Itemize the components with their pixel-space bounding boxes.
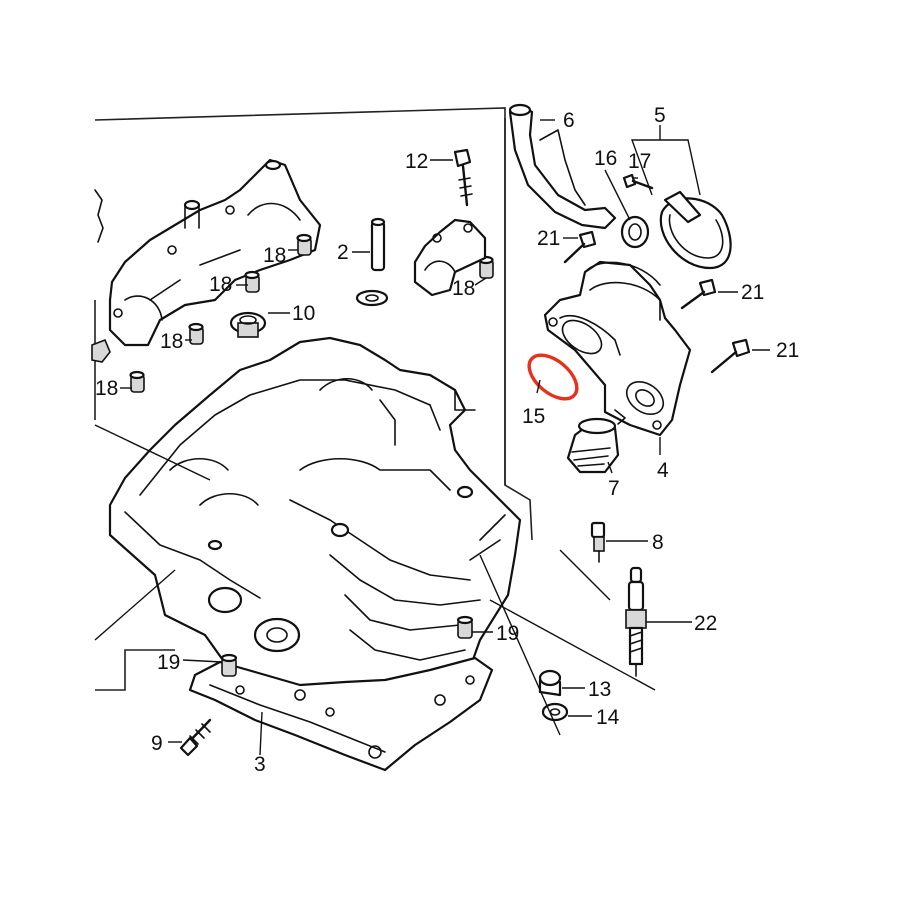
o-ring-15-highlight	[527, 353, 579, 401]
label-part-13: 13	[588, 678, 611, 701]
label-part-21-c: 21	[776, 339, 799, 362]
label-part-2: 2	[337, 241, 349, 264]
label-part-14: 14	[596, 706, 620, 729]
label-part-18-c: 18	[160, 330, 183, 353]
bolt-21-a	[563, 230, 597, 264]
label-part-12: 12	[405, 150, 428, 173]
label-part-18-e: 18	[452, 277, 475, 300]
stud-9	[179, 718, 212, 757]
label-part-7: 7	[608, 477, 620, 500]
label-part-18-a: 18	[263, 244, 286, 267]
diagram-frame	[94, 107, 533, 691]
camshaft-holder	[108, 158, 322, 347]
label-part-22: 22	[694, 612, 717, 635]
label-part-18-d: 18	[95, 377, 118, 400]
thermostat-housing-4	[543, 260, 692, 437]
dowel-pin-18-d	[129, 370, 145, 393]
dowel-pin-18-e	[478, 255, 494, 279]
plug-10	[229, 311, 267, 338]
label-part-9: 9	[151, 732, 163, 755]
spark-plug-22	[625, 566, 647, 677]
label-part-3: 3	[254, 753, 266, 776]
label-part-8: 8	[652, 531, 664, 554]
thermostat-7	[566, 417, 620, 474]
leader-lines	[94, 119, 770, 756]
bolt-21-b	[680, 278, 717, 310]
part-labels: 6 5 16 17 12 2 18 18 18 10 18 18 21 21 2…	[95, 104, 799, 776]
water-pipe-6	[508, 103, 617, 230]
head-gasket-3	[188, 656, 494, 772]
cap-nut-13	[538, 669, 562, 697]
dowel-pin-18-a	[296, 233, 312, 256]
dowel-19-b	[220, 653, 238, 677]
washer-14	[541, 702, 569, 722]
cylinder-head	[108, 336, 522, 697]
label-part-16: 16	[594, 147, 617, 170]
pipe-2	[355, 217, 389, 307]
dowel-19-a	[456, 615, 474, 639]
label-part-15: 15	[522, 405, 545, 428]
sensor-8	[590, 521, 606, 563]
label-part-21-a: 21	[537, 227, 560, 250]
bolt-21-c	[710, 338, 751, 374]
label-part-4: 4	[657, 459, 669, 482]
label-part-18-b: 18	[209, 273, 232, 296]
dowel-pin-18-b	[244, 270, 260, 293]
dowel-pin-18-c	[188, 322, 204, 345]
hose-clamp-5	[659, 190, 732, 270]
label-part-5: 5	[654, 104, 666, 127]
left-edge-fragments	[91, 189, 111, 363]
label-part-17: 17	[628, 150, 651, 173]
camshaft-holder-small	[413, 218, 487, 297]
label-part-6: 6	[563, 109, 575, 132]
o-ring-16	[620, 215, 650, 249]
bolt-12	[453, 148, 473, 207]
label-part-21-b: 21	[741, 281, 764, 304]
label-part-19-b: 19	[157, 651, 180, 674]
label-part-10: 10	[292, 302, 315, 325]
label-part-19-a: 19	[496, 622, 519, 645]
